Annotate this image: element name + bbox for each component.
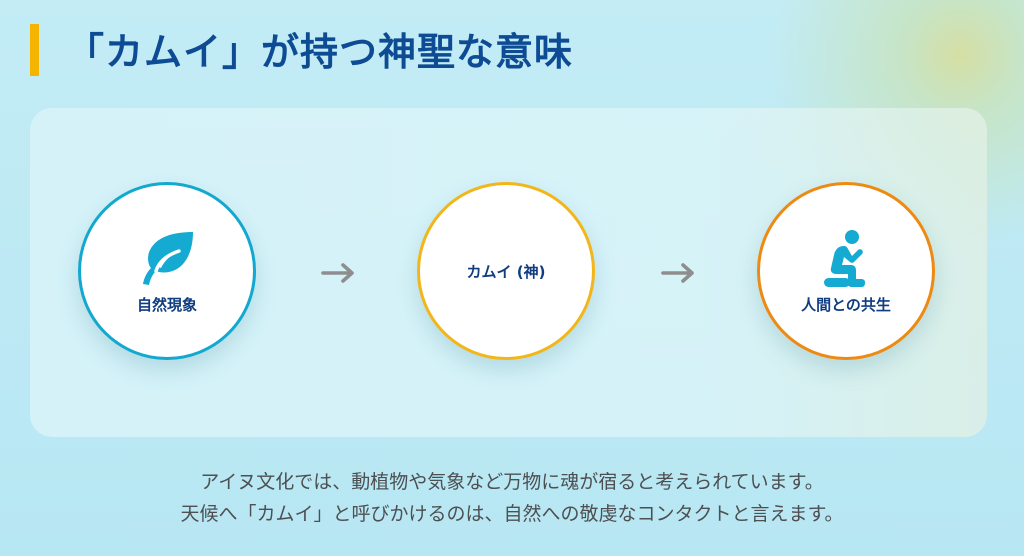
description-line: 天候へ「カムイ」と呼びかけるのは、自然への敬虔なコンタクトと言えます。 bbox=[180, 503, 844, 525]
node-kamui: カムイ (神) bbox=[417, 182, 595, 360]
node-label: カムイ (神) bbox=[466, 262, 546, 281]
praying-person-icon bbox=[824, 229, 865, 287]
node-label: 人間との共生 bbox=[801, 295, 891, 314]
arrow-right-icon bbox=[321, 263, 354, 283]
node-coexistence: 人間との共生 bbox=[757, 182, 935, 360]
page-title: 「カムイ」が持つ神聖な意味 bbox=[66, 30, 574, 74]
node-label: 自然現象 bbox=[136, 295, 197, 314]
title-accent-bar bbox=[30, 24, 39, 76]
arrow-right-icon bbox=[661, 263, 694, 283]
description-line: アイヌ文化では、動植物や気象など万物に魂が宿ると考えられています。 bbox=[200, 471, 824, 493]
node-natural-phenomena: 自然現象 bbox=[78, 182, 256, 360]
description: アイヌ文化では、動植物や気象など万物に魂が宿ると考えられています。 天候へ「カム… bbox=[0, 466, 1024, 530]
leaf-icon bbox=[143, 231, 193, 285]
